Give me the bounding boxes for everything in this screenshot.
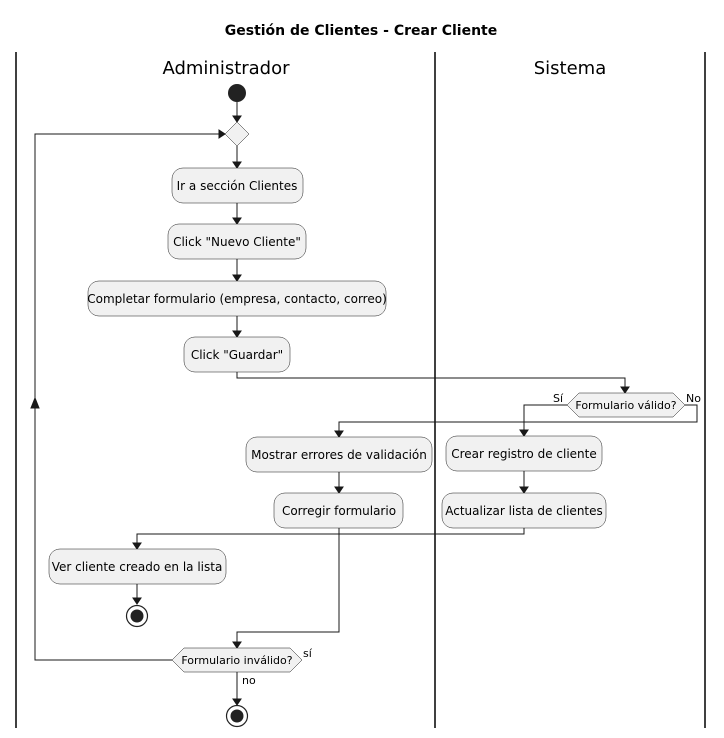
flow-actualizar-ver [136,528,525,543]
flow-corregir-invalido [236,528,340,642]
lane-header-system: Sistema [534,58,607,79]
end-node-2-inner [230,709,244,723]
activity-actualizar-lista-label: Actualizar lista de clientes [445,504,603,518]
arrow-valido-no [334,430,344,438]
arrow-merge-ir [232,161,242,169]
arrow-loop-merge [218,129,226,139]
arrow-start-merge [232,115,242,123]
branch-valido-no-label: No [686,392,701,405]
arrow-guardar-valido [620,386,630,394]
arrow-nuevo-completar [232,274,242,282]
arrow-valido-yes [519,429,529,437]
arrow-crear-actualizar [519,486,529,494]
merge-node [224,121,250,147]
arrow-loop-up [30,396,40,409]
activity-mostrar-errores-label: Mostrar errores de validación [251,448,427,462]
activity-click-guardar-label: Click "Guardar" [191,348,283,362]
activity-completar-label: Completar formulario (empresa, contacto,… [87,292,387,306]
decision-invalido [171,647,303,673]
flow-guardar-valido [236,372,626,387]
arrow-ir-nuevo [232,217,242,225]
decision-valido-label: Formulario válido? [575,399,676,412]
branch-invalido-yes-label: sí [303,647,313,660]
lane-header-admin: Administrador [162,58,290,79]
activity-ver-cliente-label: Ver cliente creado en la lista [52,560,223,574]
arrow-actualizar-ver [132,542,142,550]
arrow-invalido-end [232,698,242,706]
branch-valido-yes-label: Sí [553,392,564,405]
activity-crear-registro-label: Crear registro de cliente [451,447,596,461]
arrow-ver-end [132,597,142,605]
flow-valido-no [338,404,698,431]
arrow-completar-guardar [232,330,242,338]
arrow-errores-corregir [334,486,344,494]
branch-invalido-no-label: no [242,674,256,687]
flow-valido-yes [523,404,567,430]
end-node-1-inner [130,609,144,623]
decision-invalido-label: Formulario inválido? [181,654,292,667]
activity-ir-clientes-label: Ir a sección Clientes [177,179,298,193]
activity-corregir-label: Corregir formulario [282,504,396,518]
activity-click-nuevo-label: Click "Nuevo Cliente" [173,235,301,249]
arrow-corregir-invalido [232,641,242,649]
diagram-title: Gestión de Clientes - Crear Cliente [225,23,498,39]
start-node [228,84,246,102]
